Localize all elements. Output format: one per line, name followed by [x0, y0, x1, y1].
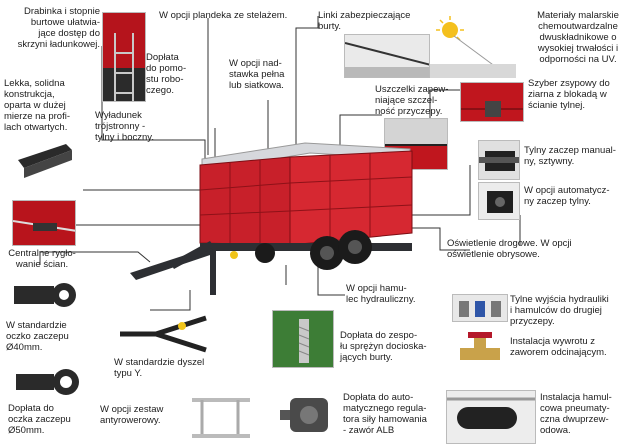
- trailer-illustration: [130, 142, 413, 295]
- label-underrun: W opcji zestaw antyrowerowy.: [100, 404, 164, 426]
- label-manual-hitch: Tylny zaczep manual- ny, sztywny.: [524, 145, 616, 167]
- auto-hitch-photo: [478, 182, 520, 220]
- valve-photo: [452, 330, 508, 372]
- springs-photo: [272, 310, 334, 368]
- label-rear-outlets: Tylne wyjścia hydrauliki i hamulców do d…: [510, 294, 609, 327]
- label-seals: Uszczelki zapew- niające szczel- ność pr…: [375, 84, 449, 117]
- grain-chute-photo: [460, 82, 524, 122]
- label-work-platform: Dopłata do pomo- stu robo- czego.: [146, 52, 187, 96]
- label-alb-valve: Dopłata do auto- matycznego regula- tora…: [343, 392, 427, 436]
- label-pneumatic-brake: Instalacja hamul- cowa pneumaty- czna dw…: [540, 392, 612, 436]
- alb-valve-photo: [278, 388, 340, 442]
- underrun-photo: [188, 390, 254, 444]
- label-tarpaulin: W opcji plandeka ze stelażem.: [159, 10, 288, 21]
- label-springs: Dopłata do zespo- łu sprężyn docioska- j…: [340, 330, 427, 363]
- rear-outlets-photo: [452, 294, 508, 322]
- ropes-photo: [344, 34, 430, 78]
- y-drawbar-photo: [116, 312, 214, 356]
- label-lighting: Oświetlenie drogowe. W opcji oświetlenie…: [447, 238, 572, 260]
- label-hydraulic-brake: W opcji hamu- lec hydrauliczny.: [346, 283, 416, 305]
- label-auto-hitch: W opcji automatycz- ny zaczep tylny.: [524, 185, 610, 207]
- label-side-extension: W opcji nad- stawka pełna lub siatkowa.: [229, 58, 285, 91]
- label-tipping-install: Instalacja wywrotu z zaworem odcinającym…: [510, 336, 607, 358]
- pneumatic-photo: [446, 390, 536, 444]
- manual-hitch-photo: [478, 140, 520, 180]
- label-y-drawbar: W standardzie dyszel typu Y.: [114, 357, 205, 379]
- label-paint: Materiały malarskie chemoutwardzalne dwu…: [537, 10, 619, 65]
- frame-profile-photo: [14, 138, 76, 182]
- label-central-locking: Centralne rygło- wanie ścian.: [8, 248, 76, 270]
- central-locking-photo: [12, 200, 76, 246]
- label-frame: Lekka, solidna konstrukcja, oparta w duż…: [4, 78, 70, 133]
- label-eye-50: Dopłata do oczka zaczepu Ø50mm.: [8, 403, 71, 436]
- paint-photo: [430, 12, 516, 78]
- label-grain-chute: Szyber zsypowy do ziarna z blokadą w ści…: [528, 78, 610, 111]
- eye-50-photo: [12, 362, 82, 402]
- label-ladder: Drabinka i stopnie burtowe ułatwia- jące…: [17, 6, 100, 50]
- label-three-way-tipping: Wyładunek trójstronny - tylny i boczny.: [95, 110, 154, 143]
- eye-40-photo: [10, 276, 80, 314]
- label-eye-40: W standardzie oczko zaczepu Ø40mm.: [6, 320, 69, 353]
- ladder-photo: [102, 12, 146, 102]
- label-safety-ropes: Linki zabezpieczające burty.: [318, 10, 411, 32]
